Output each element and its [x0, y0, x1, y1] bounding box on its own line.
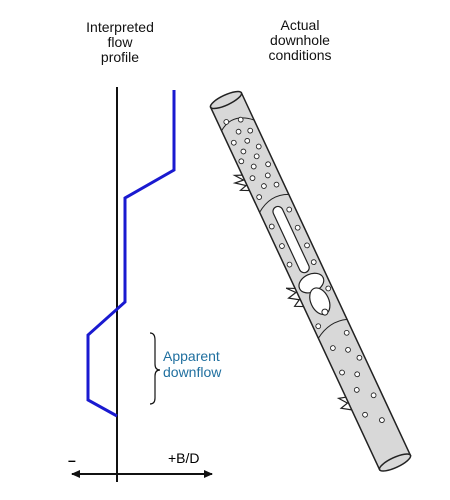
perforation-jets [336, 396, 352, 411]
flow-profile-line [86, 90, 176, 418]
tool-sensor [321, 308, 329, 316]
heading-line: Interpreted [86, 19, 154, 35]
flow-interface [221, 117, 255, 131]
perforation-jets [285, 287, 304, 308]
apparent-downflow-label: Apparent downflow [163, 348, 221, 380]
heading-line: Actual [280, 17, 320, 33]
flow-interface [259, 193, 289, 213]
heading-line: downhole [270, 32, 330, 48]
heading-line: conditions [268, 47, 332, 63]
annotation-line: downflow [163, 364, 222, 380]
negative-flow-label: – [68, 452, 76, 468]
pipe-bottom-opening [378, 453, 412, 472]
pipe-top-opening [209, 90, 243, 110]
wellbore-pipe [209, 90, 412, 472]
positive-flow-label: +B/D [168, 450, 200, 466]
annotation-line: Apparent [163, 348, 220, 364]
perforation-jets [232, 174, 250, 192]
downflow-brace [149, 332, 161, 405]
interpreted-flow-profile-heading: Interpreted flow profile [55, 20, 185, 65]
heading-line: profile [100, 49, 140, 65]
heading-line: flow [107, 34, 133, 50]
gas-bubbles [223, 116, 385, 423]
flow-interface [317, 318, 348, 339]
logging-tool [272, 205, 310, 274]
actual-downhole-conditions-heading: Actual downhole conditions [240, 18, 360, 63]
